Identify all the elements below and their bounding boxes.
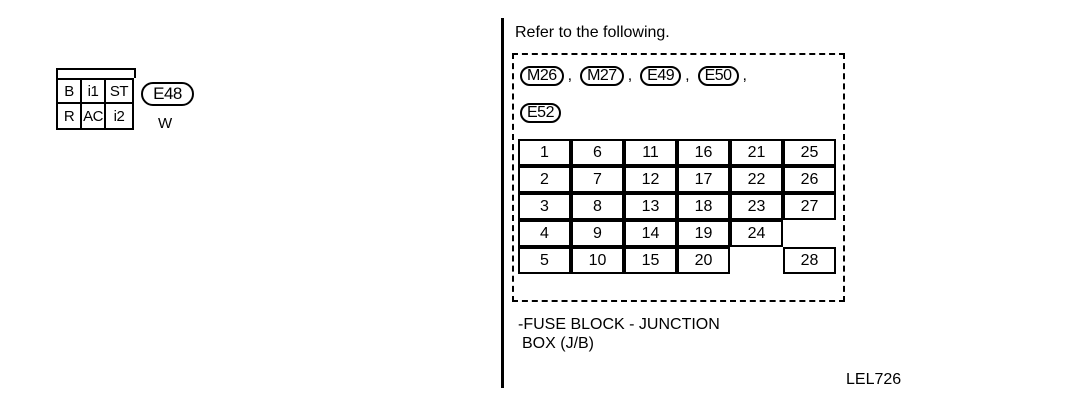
fuse-terminal-cell: 14 <box>624 220 677 247</box>
fuse-terminal-cell: 26 <box>783 166 836 193</box>
fuse-terminal-cell: 21 <box>730 139 783 166</box>
connector-id-badge: E49 <box>640 66 682 86</box>
list-separator: , <box>567 67 573 84</box>
fuse-terminal-cell: 9 <box>571 220 624 247</box>
fuse-terminal-cell: 6 <box>571 139 624 166</box>
connector-id-badge: M27 <box>580 66 624 86</box>
reference-dashed-frame <box>512 53 845 302</box>
fuse-terminal-cell: 11 <box>624 139 677 166</box>
terminal-cell: R <box>58 104 82 128</box>
list-separator: , <box>685 67 690 84</box>
fuse-terminal-cell: 25 <box>783 139 836 166</box>
fuse-terminal-cell: 7 <box>571 166 624 193</box>
fuse-terminal-cell: 1 <box>518 139 571 166</box>
vertical-divider <box>501 18 504 388</box>
fuse-block-caption: -FUSE BLOCK - JUNCTION <box>518 316 720 333</box>
connector-terminal-grid: B i1 ST R AC i2 <box>56 78 134 130</box>
connector-color-code: W <box>158 115 173 132</box>
connector-id-badge: M26 <box>520 66 564 86</box>
fuse-terminal-cell: 4 <box>518 220 571 247</box>
connector-list-row1: M26 , M27 , E49 , E50 , <box>520 66 751 86</box>
fuse-terminal-cell: 10 <box>571 247 624 274</box>
terminal-cell: i1 <box>82 80 106 104</box>
fuse-terminal-cell: 13 <box>624 193 677 220</box>
connector-id-badge: E50 <box>697 66 739 86</box>
fuse-terminal-cell: 2 <box>518 166 571 193</box>
fuse-terminal-cell: 12 <box>624 166 677 193</box>
reference-heading: Refer to the following. <box>515 24 670 41</box>
terminal-cell: ST <box>106 80 132 104</box>
fuse-terminal-cell: 16 <box>677 139 730 166</box>
fuse-terminal-cell: 8 <box>571 193 624 220</box>
fuse-terminal-cell: 17 <box>677 166 730 193</box>
list-separator: , <box>627 67 633 84</box>
fuse-terminal-cell: 3 <box>518 193 571 220</box>
ignition-switch-connector: B i1 ST R AC i2 <box>56 68 136 130</box>
fuse-terminal-cell: 18 <box>677 193 730 220</box>
fuse-block-caption-cont: BOX (J/B) <box>522 335 595 352</box>
list-separator: , <box>742 67 747 84</box>
terminal-cell: i2 <box>113 107 125 125</box>
connector-id-badge: E48 <box>141 82 194 106</box>
terminal-cell: AC <box>82 104 106 128</box>
connector-latch-tab <box>56 68 136 78</box>
fuse-terminal-cell: 28 <box>783 247 836 274</box>
fuse-terminal-cell: 5 <box>518 247 571 274</box>
fuse-terminal-cell: 22 <box>730 166 783 193</box>
terminal-cell: B <box>58 80 82 104</box>
connector-id-badge: E52 <box>520 103 561 123</box>
fuse-terminal-cell: 23 <box>730 193 783 220</box>
figure-code: LEL726 <box>846 371 902 388</box>
fuse-terminal-cell: 20 <box>677 247 730 274</box>
fuse-terminal-cell: 19 <box>677 220 730 247</box>
fuse-terminal-cell: 24 <box>730 220 783 247</box>
fuse-terminal-cell: 15 <box>624 247 677 274</box>
fuse-terminal-cell: 27 <box>783 193 836 220</box>
connector-list-row2: E52 <box>520 103 561 123</box>
